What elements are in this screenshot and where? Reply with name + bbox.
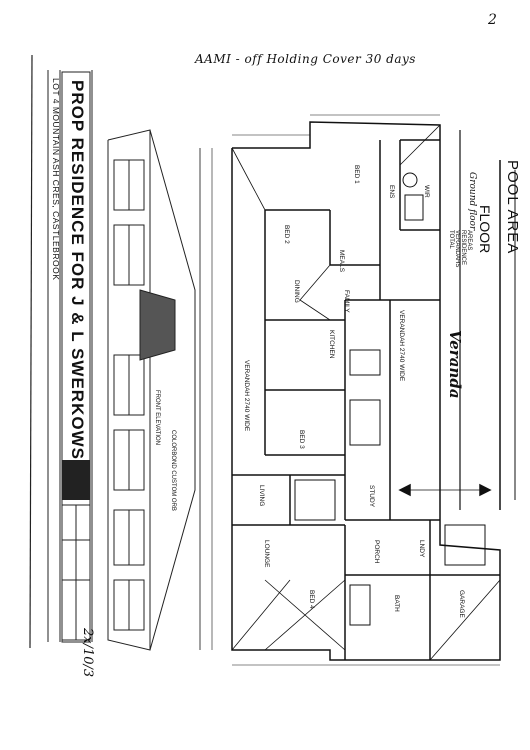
room-verandah-1: VERANDAH 2740 WIDE xyxy=(243,360,250,432)
title-strip: PROP RESIDENCE FOR J & L SWERKOWSKI LOT … xyxy=(29,54,95,677)
room-verandah-2: VERANDAH 2740 WIDE xyxy=(398,310,405,382)
room-study: STUDY xyxy=(368,485,375,508)
room-porch: PORCH xyxy=(373,540,380,564)
floor-label: FLOOR xyxy=(477,205,493,253)
elevation-label: FRONT ELEVATION xyxy=(154,390,160,445)
room-bed-2: BED 2 xyxy=(283,225,290,244)
front-elevation xyxy=(107,129,196,651)
roof-note: COLORBOND CUSTOM ORB xyxy=(170,430,176,511)
pool-area-label: POOL AREA xyxy=(504,160,521,254)
room-bed-3: BED 3 xyxy=(298,430,305,449)
room-family: FAMILY xyxy=(343,290,350,313)
room-bath: BATH xyxy=(393,595,400,612)
room-lounge: LOUNGE xyxy=(263,540,270,568)
room-living: LIVING xyxy=(258,485,265,506)
room-meals: MEALS xyxy=(338,250,345,273)
room-lndy: LNDY xyxy=(418,540,425,558)
verandah-handwritten: Veranda xyxy=(446,330,464,399)
room-bed-1: BED 1 xyxy=(353,165,360,184)
room-garage: GARAGE xyxy=(458,590,465,618)
areas-total: TOTAL xyxy=(448,230,454,249)
title-text: PROP RESIDENCE FOR J & L SWERKOWSKI xyxy=(68,80,87,479)
room-ens: ENS xyxy=(388,185,395,199)
room-bed-4: BED 4 xyxy=(308,590,315,609)
areas-heading: AREAS xyxy=(466,230,472,250)
room-kitchen: KITCHEN xyxy=(328,330,335,359)
corner-mark: 2 xyxy=(488,12,497,28)
areas-residence: RESIDENCE xyxy=(460,230,466,265)
room-wir: WIR xyxy=(423,185,430,198)
page-note: 2x/10/3 xyxy=(80,627,95,677)
handwritten-header-note: AAMI - off Holding Cover 30 days xyxy=(195,52,416,66)
floor-plan xyxy=(199,114,516,666)
room-dining: DINING xyxy=(293,280,300,303)
address-text: LOT 4 MOUNTAIN ASH CRES, CASTLEBROOK xyxy=(51,78,61,280)
ground-floor-handwritten: Ground floor xyxy=(467,172,477,231)
areas-verandahs: VERANDAHS xyxy=(454,230,460,267)
